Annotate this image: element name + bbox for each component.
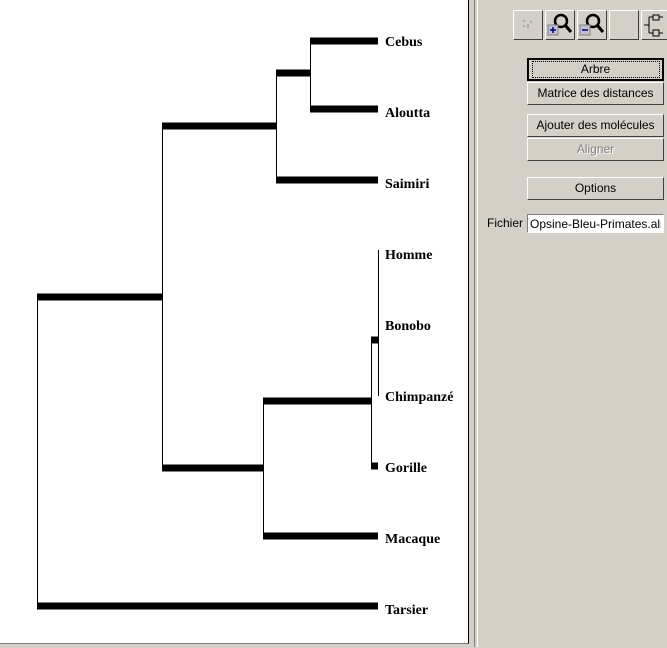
tree-branch	[162, 464, 263, 472]
blank-tool-button[interactable]	[609, 10, 639, 40]
arbre-label: Arbre	[531, 61, 660, 78]
leaf-label: Gorille	[385, 461, 427, 476]
tree-branch	[263, 397, 371, 405]
select-icon	[522, 19, 533, 28]
zoom-in-icon	[547, 13, 573, 36]
leaf-label: Cebus	[385, 35, 423, 50]
leaf-label: Aloutta	[385, 106, 430, 121]
leaf-label: Macaque	[385, 532, 440, 547]
tree-branch	[162, 122, 276, 130]
tree-branch	[37, 602, 378, 610]
options-button[interactable]: Options	[527, 177, 664, 200]
aligner-button[interactable]: Aligner	[527, 138, 664, 161]
tree-branch	[276, 69, 310, 77]
leaf-label: Saimiri	[385, 177, 429, 192]
tree-branch	[276, 176, 378, 184]
ajouter-molecules-button[interactable]: Ajouter des molécules	[527, 114, 664, 137]
zoom-out-button[interactable]	[577, 10, 607, 40]
tree-branch	[263, 532, 378, 540]
matrice-distances-button[interactable]: Matrice des distances	[527, 82, 664, 105]
phylogenetic-tree: CebusAlouttaSaimiriHommeBonoboChimpanzéG…	[37, 35, 453, 618]
tree-layout-icon	[644, 14, 663, 37]
zoom-in-button[interactable]	[545, 10, 575, 40]
leaf-label: Chimpanzé	[385, 390, 453, 405]
tree-branch	[310, 37, 378, 45]
zoom-out-icon	[579, 13, 605, 36]
tree-layout-button[interactable]	[641, 10, 667, 40]
panel-divider[interactable]	[474, 0, 478, 647]
leaf-label: Homme	[385, 248, 432, 263]
fichier-label: Fichier :	[487, 216, 530, 230]
tree-branch	[310, 105, 378, 113]
leaf-label: Bonobo	[385, 319, 431, 334]
fichier-input[interactable]	[527, 214, 664, 233]
select-tool-button[interactable]	[513, 10, 543, 40]
arbre-button[interactable]: Arbre	[527, 58, 664, 81]
tree-branch	[371, 462, 378, 470]
tree-branch	[371, 336, 378, 344]
leaf-label: Tarsier	[385, 603, 428, 618]
tree-branch	[37, 293, 162, 301]
